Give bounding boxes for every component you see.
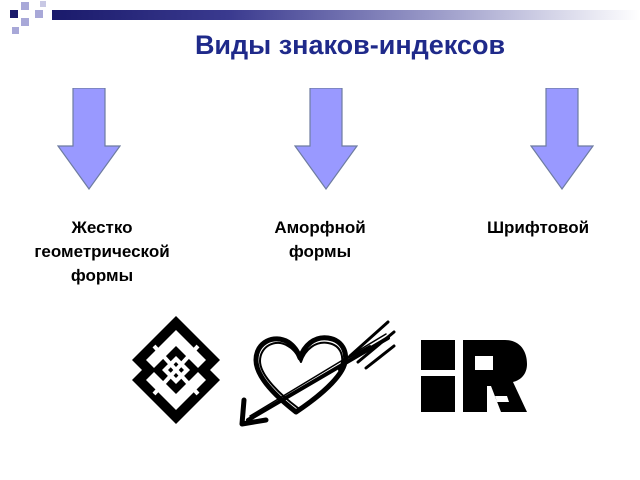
corner-square-light <box>12 27 19 34</box>
down-arrow-icon <box>530 88 594 190</box>
down-arrow-icon <box>294 88 358 190</box>
category-label-font: Шрифтовой <box>486 218 590 237</box>
corner-square-light <box>40 1 46 7</box>
header-gradient-bar <box>52 10 640 20</box>
heart-with-arrow-icon <box>239 320 396 427</box>
corner-square-light <box>21 18 29 26</box>
interlaced-knot-icon <box>132 316 220 424</box>
category-label-geometric: Жестко геометрической формы <box>34 218 170 285</box>
down-arrow-icon <box>57 88 121 190</box>
slide-title: Виды знаков-индексов <box>194 30 506 60</box>
corner-square-dark <box>10 10 18 18</box>
corner-square-light <box>35 10 43 18</box>
corner-square-light <box>21 2 29 10</box>
ir-monogram-icon <box>421 340 527 412</box>
category-label-amorphous: Аморфной формы <box>274 218 366 261</box>
